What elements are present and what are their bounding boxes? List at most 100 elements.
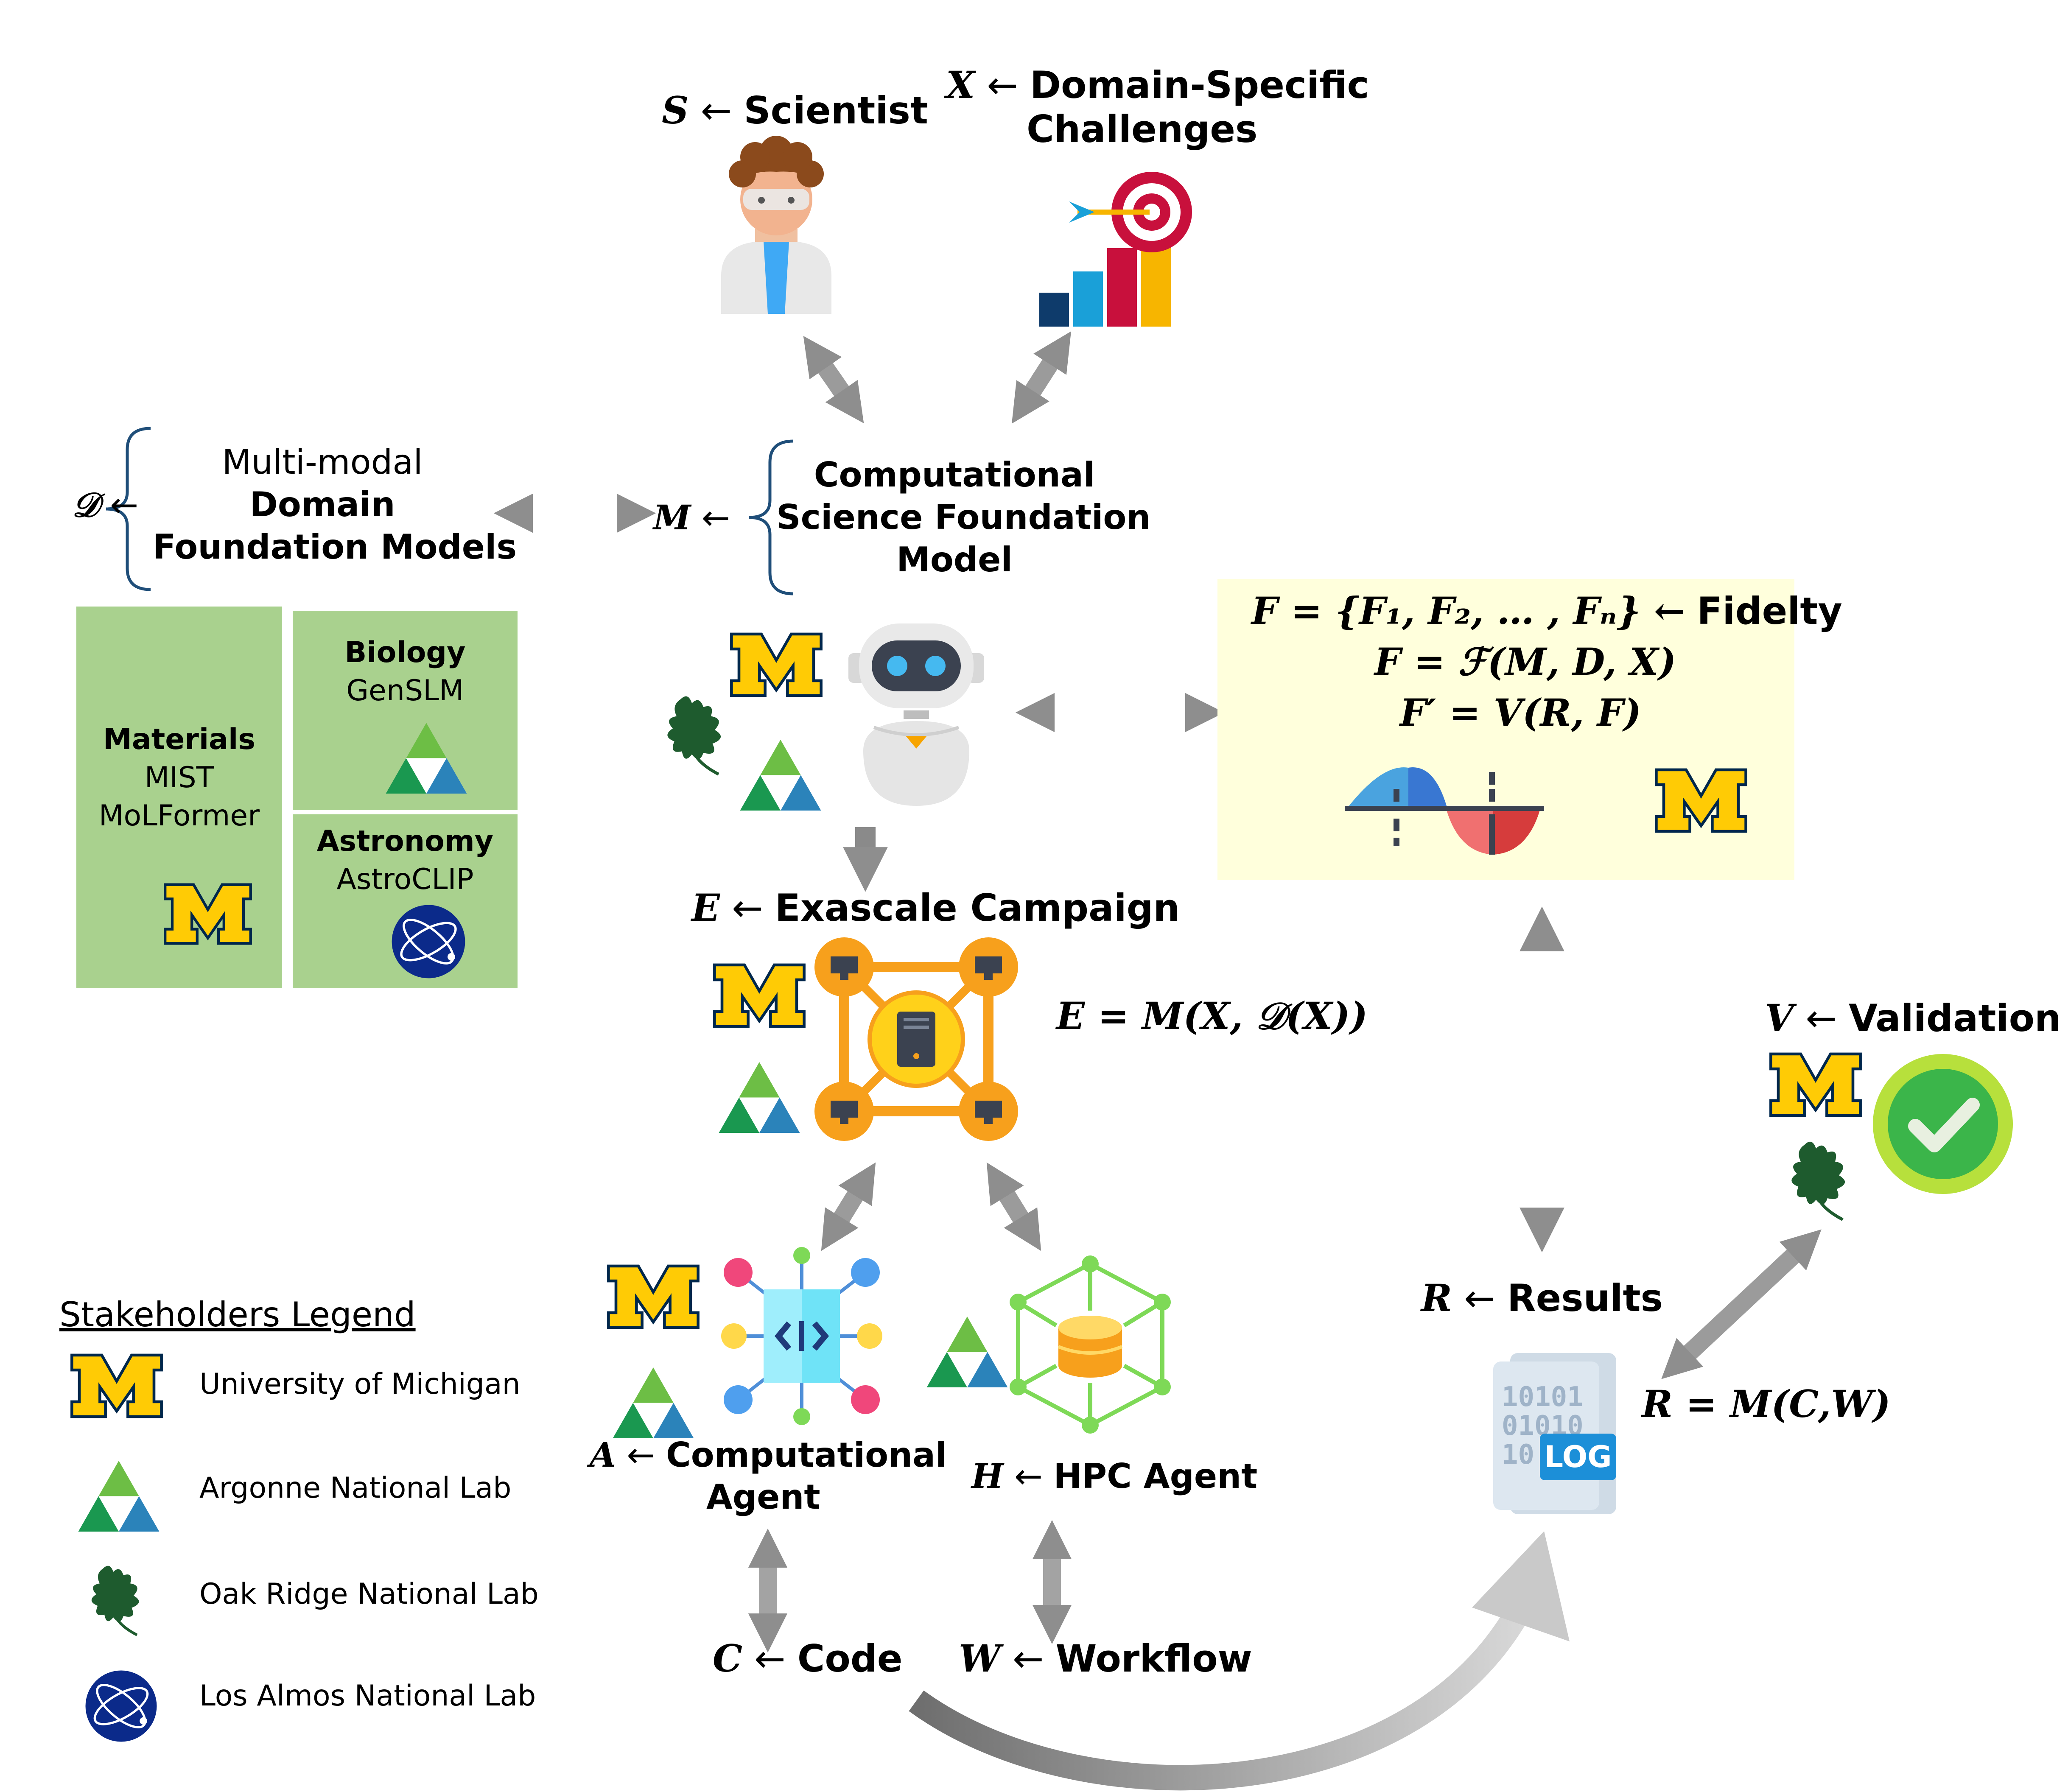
- exascale-var: E: [691, 886, 720, 930]
- code-text: Code: [797, 1637, 903, 1680]
- oak-leaf-icon: [91, 1566, 139, 1636]
- scientist-var: S: [662, 88, 689, 132]
- arrow-code-results-curve: [909, 1589, 1539, 1791]
- comp-agent-var: A: [590, 1435, 616, 1475]
- results-text: Results: [1507, 1276, 1663, 1320]
- validation-text: Validation: [1848, 996, 2061, 1040]
- arrow-exascale-compagent: [821, 1162, 876, 1251]
- log-file-icon: 10101 01010 10 LOG: [1493, 1353, 1616, 1514]
- oak-leaf-icon: [1791, 1141, 1845, 1221]
- challenges-text1: Domain-Specific: [1030, 63, 1369, 107]
- fidelity-eq2: F = ℱ(M, D, X): [1374, 640, 1676, 684]
- astronomy-title: Astronomy: [316, 825, 494, 858]
- comp-agent-arrow: ←: [627, 1435, 655, 1475]
- hpc-agent-label: H ← HPC Agent: [971, 1455, 1257, 1498]
- validation-arrow: ←: [1805, 996, 1837, 1040]
- michigan-logo-icon: [164, 883, 252, 945]
- model-line2: Science Foundation: [776, 498, 1151, 537]
- biology-model-genslm: GenSLM: [346, 674, 464, 707]
- biology-title: Biology: [344, 636, 466, 669]
- hpc-agent-arrow: ←: [1014, 1457, 1043, 1496]
- oak-leaf-icon: [667, 696, 721, 776]
- check-mark-icon: [1873, 1054, 2013, 1194]
- argonne-logo-icon: [719, 1062, 800, 1133]
- hpc-cube-icon: [1010, 1255, 1171, 1434]
- challenges-var: X: [946, 63, 975, 107]
- code-arrow: ←: [754, 1637, 786, 1680]
- michigan-logo-icon: [607, 1264, 700, 1329]
- argonne-logo-icon: [926, 1316, 1008, 1388]
- materials-model-molformer: MoLFormer: [98, 799, 260, 833]
- comp-agent-text2: Agent: [706, 1477, 820, 1517]
- scientist-label: S ← Scientist: [662, 89, 928, 132]
- exascale-equation: E = M(X, 𝒟(X)): [1056, 994, 1368, 1038]
- workflow-label: W ← Workflow: [959, 1637, 1252, 1680]
- legend-item-oak-ridge: Oak Ridge National Lab: [199, 1577, 539, 1611]
- comp-agent-line1: A ← Computational: [590, 1434, 947, 1476]
- results-label: R ← Results: [1421, 1277, 1663, 1320]
- results-var: R: [1421, 1276, 1452, 1320]
- arrow-exascale-hpcagent: [986, 1162, 1041, 1251]
- challenges-arrow: ←: [987, 63, 1018, 107]
- validation-var: V: [1765, 996, 1794, 1040]
- comp-agent-text1: Computational: [666, 1435, 947, 1475]
- domain-models-line3: Foundation Models: [153, 527, 517, 567]
- scientist-icon: [721, 136, 831, 314]
- legend-item-michigan: University of Michigan: [199, 1367, 520, 1401]
- michigan-logo-icon: [1655, 768, 1747, 833]
- log-bits-3: 10: [1502, 1439, 1535, 1471]
- legend-title: Stakeholders Legend: [59, 1295, 416, 1334]
- arrow-scientist-model: [803, 336, 864, 423]
- scientist-arrow: ←: [700, 89, 732, 132]
- robot-icon: [848, 623, 984, 806]
- challenges-text2: Challenges: [1027, 107, 1258, 151]
- brace-domain: [106, 427, 151, 591]
- code-network-icon: [721, 1247, 882, 1425]
- model-line3: Model: [896, 540, 1013, 579]
- arrow-code-results-head: [1472, 1531, 1570, 1641]
- validation-label: V ← Validation: [1765, 997, 2061, 1040]
- fidelity-set: F = {F₁, F₂, … , Fₙ} ←: [1251, 589, 1685, 633]
- fidelity-word: Fidelty: [1697, 589, 1842, 633]
- server-network-icon: [814, 937, 1018, 1141]
- challenges-label-line1: X ← Domain-Specific: [946, 64, 1369, 106]
- model-var: M ←: [653, 498, 730, 537]
- argonne-logo-icon: [386, 722, 467, 794]
- gaussian-scale-icon: [1345, 767, 1544, 855]
- fidelity-eq1: F = {F₁, F₂, … , Fₙ} ← Fidelty: [1251, 590, 1842, 632]
- arrow-challenges-model: [1012, 331, 1071, 424]
- michigan-logo-icon: [730, 632, 823, 697]
- argonne-logo-icon: [613, 1367, 694, 1439]
- michigan-logo-icon: [713, 963, 806, 1028]
- los-alamos-logo-icon: [392, 905, 465, 978]
- materials-title: Materials: [103, 723, 255, 756]
- arrow-results-validation: [1661, 1229, 1822, 1379]
- argonne-logo-icon: [78, 1460, 160, 1532]
- exascale-arrow: ←: [732, 886, 763, 930]
- domain-models-line1: Multi-modal: [222, 442, 423, 482]
- fidelity-eq3: F′ = V(R, F): [1400, 691, 1642, 735]
- scientist-text: Scientist: [744, 89, 928, 132]
- legend-item-argonne: Argonne National Lab: [199, 1471, 512, 1505]
- target-chart-icon: [1039, 172, 1192, 327]
- model-line1: Computational: [814, 455, 1095, 495]
- log-badge: LOG: [1540, 1434, 1616, 1480]
- brace-model: [748, 439, 794, 595]
- code-label: C ← Code: [713, 1637, 902, 1680]
- results-arrow: ←: [1464, 1276, 1495, 1320]
- exascale-text: Exascale Campaign: [775, 886, 1180, 930]
- hpc-agent-var: H: [971, 1456, 1004, 1496]
- exascale-label: E ← Exascale Campaign: [691, 886, 1180, 929]
- argonne-logo-icon: [740, 739, 821, 811]
- michigan-logo-icon: [1769, 1052, 1862, 1117]
- workflow-arrow: ←: [1012, 1637, 1044, 1680]
- workflow-var: W: [959, 1636, 1001, 1680]
- materials-model-mist: MIST: [144, 761, 214, 794]
- legend-item-los-alamos: Los Almos National Lab: [199, 1679, 536, 1713]
- michigan-logo-icon: [70, 1353, 163, 1418]
- astronomy-model-astroclip: AstroCLIP: [336, 863, 474, 896]
- domain-models-line2: Domain: [249, 485, 395, 524]
- code-var: C: [713, 1636, 743, 1680]
